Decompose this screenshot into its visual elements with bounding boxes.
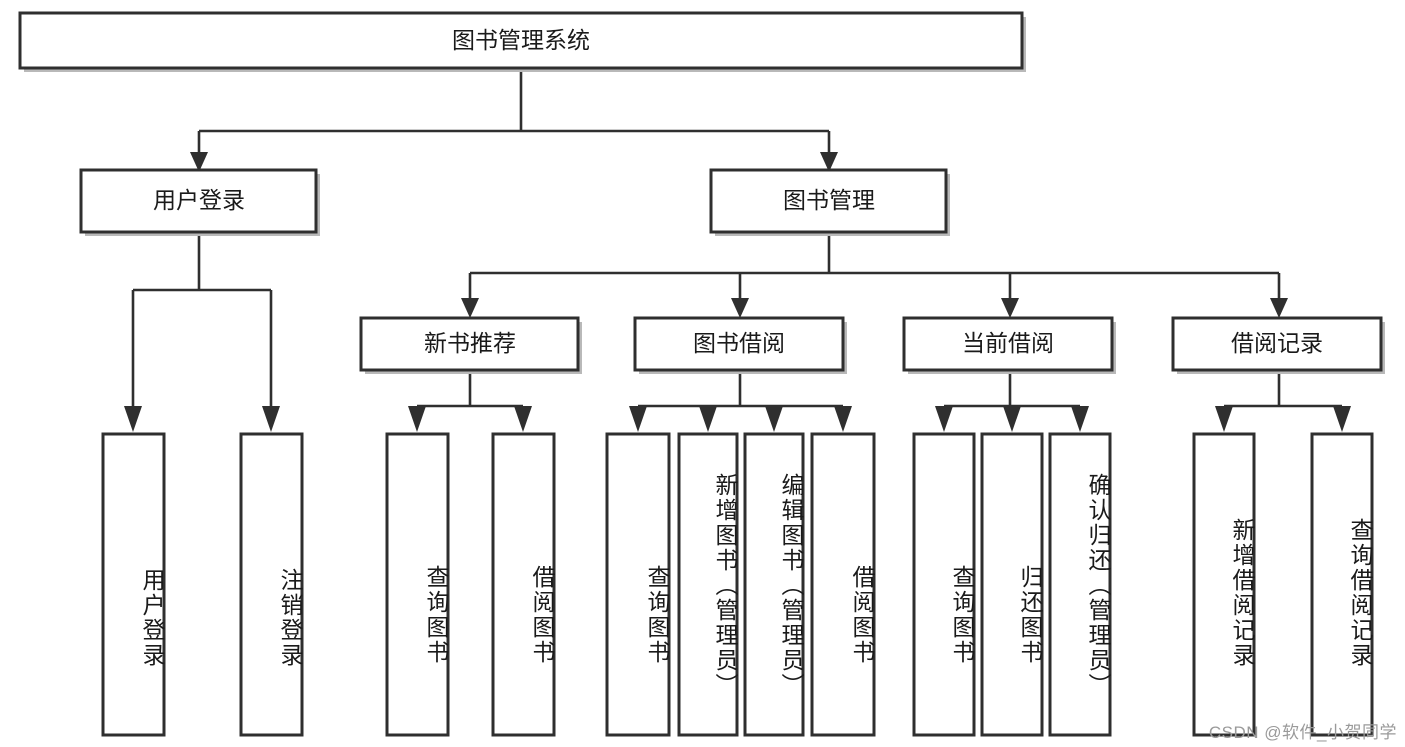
node-user-login[interactable] [79, 168, 318, 234]
leaf-borrow-query[interactable] [605, 432, 671, 737]
arrow-head-bookmgmt [820, 152, 838, 172]
borrow-record-label: 借阅记录 [1231, 330, 1323, 356]
node-layer [18, 11, 1385, 737]
leaf-current-return[interactable] [980, 432, 1044, 737]
arrow-head-userlogin [190, 152, 208, 172]
leaf-borrow-add[interactable] [677, 432, 739, 737]
connector-layer [124, 68, 1351, 432]
node-new-book-recommend[interactable] [359, 316, 580, 372]
new-book-recommend-label: 新书推荐 [424, 330, 516, 356]
node-book-borrow[interactable] [633, 316, 845, 372]
arrow-head-current [1001, 298, 1019, 318]
node-book-management[interactable] [709, 168, 948, 234]
arrow-head-leaf-logout [262, 406, 280, 432]
arrow-head-leaf-record-2 [1333, 406, 1351, 432]
label-layer: 图书管理系统 用户登录 图书管理 新书推荐 图书借阅 当前借阅 借阅记录 [153, 27, 1323, 356]
leaf-user-login[interactable] [101, 432, 166, 737]
arrow-head-leaf-current-1 [935, 406, 953, 432]
book-management-label: 图书管理 [783, 187, 875, 213]
arrow-head-leaf-user-login [124, 406, 142, 432]
leaf-newbook-borrow[interactable] [491, 432, 556, 737]
node-borrow-record[interactable] [1171, 316, 1383, 372]
leaf-current-query[interactable] [912, 432, 976, 737]
leaf-newbook-query[interactable] [385, 432, 450, 737]
arrow-head-leaf-current-3 [1071, 406, 1089, 432]
arrow-head-record [1270, 298, 1288, 318]
leaf-record-query[interactable] [1310, 432, 1374, 737]
leaf-record-add[interactable] [1192, 432, 1256, 737]
current-borrow-label: 当前借阅 [962, 330, 1054, 356]
arrow-head-leaf-record-1 [1215, 406, 1233, 432]
root-label: 图书管理系统 [452, 27, 590, 53]
arrow-head-leaf-current-2 [1003, 406, 1021, 432]
arrow-head-newbook [461, 298, 479, 318]
arrow-head-leaf-newbook-2 [514, 406, 532, 432]
user-login-label: 用户登录 [153, 187, 245, 213]
node-current-borrow[interactable] [902, 316, 1114, 372]
node-root[interactable] [18, 11, 1024, 70]
arrow-head-leaf-borrow-3 [765, 406, 783, 432]
arrow-head-leaf-borrow-2 [699, 406, 717, 432]
arrow-head-leaf-newbook-1 [408, 406, 426, 432]
arrow-head-leaf-borrow-1 [629, 406, 647, 432]
arrow-head-leaf-borrow-4 [834, 406, 852, 432]
leaf-borrow-lend[interactable] [810, 432, 876, 737]
leaf-current-confirm[interactable] [1048, 432, 1112, 737]
arrow-head-borrow [731, 298, 749, 318]
leaf-logout[interactable] [239, 432, 304, 737]
leaf-borrow-edit[interactable] [743, 432, 805, 737]
book-borrow-label: 图书借阅 [693, 330, 785, 356]
watermark-text: CSDN @软件_小贺同学 [1208, 723, 1397, 742]
